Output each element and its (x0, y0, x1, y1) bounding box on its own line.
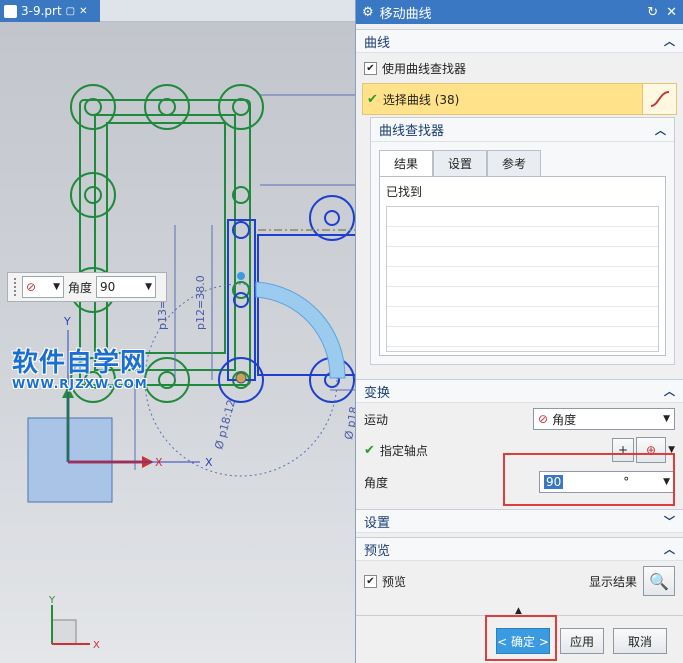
curve-section-header[interactable]: 曲线 ︿ (356, 29, 683, 53)
point-dialog-button[interactable]: + (612, 438, 635, 462)
apply-button[interactable]: 应用 (560, 628, 604, 654)
preview-section-header[interactable]: 预览 ︿ (356, 537, 683, 561)
chevron-up-icon: ︿ (655, 123, 666, 137)
watermark-title: 软件自学网 (12, 348, 148, 378)
motion-select[interactable]: ⊘ 角度 ▼ (533, 408, 675, 430)
chevron-up-icon: ︿ (664, 385, 675, 398)
dialog-button-bar: < 确定 > 应用 取消 (356, 615, 683, 663)
transform-section-title: 变换 (364, 385, 391, 401)
chevron-down-icon: ▼ (145, 282, 153, 292)
found-label: 已找到 (386, 185, 423, 199)
dialog-title: 移动曲线 (379, 6, 432, 22)
dialog-titlebar: ⚙ 移动曲线 ↻ ✕ (356, 0, 683, 24)
reset-icon[interactable]: ↻ (647, 4, 659, 20)
results-tab-body: 已找到 (379, 176, 666, 356)
expand-arrow-icon[interactable]: ▲ (515, 606, 522, 616)
angle-label: 角度 (68, 280, 93, 295)
sketch-x-label: X (205, 456, 213, 469)
triad-y-label: Y (48, 595, 56, 606)
motion-value: 角度 (552, 412, 577, 427)
show-result-icon[interactable]: 🔍 (643, 566, 675, 596)
check-icon: ✔ (364, 442, 375, 458)
datum-plane (27, 417, 113, 503)
dim-text-4: Ø p18 (342, 406, 355, 441)
motion-label: 运动 (364, 412, 389, 427)
toolbar-grip[interactable] (14, 278, 18, 296)
curve-section-title: 曲线 (364, 35, 391, 51)
save-icon[interactable]: ▢ (65, 5, 76, 17)
angle-field-value: 90 (544, 475, 564, 489)
motion-type-combo[interactable]: ⊘ ▼ (22, 276, 64, 298)
angle-input-value: 90 (100, 280, 116, 294)
move-curve-dialog: ⚙ 移动曲线 ↻ ✕ 曲线 ︿ ✔ 使用曲线查找器 ✔ 选择曲线 (38) 曲线… (355, 0, 683, 663)
document-tab-bar: 3-9.prt ▢ ✕ (0, 0, 355, 22)
angle-unit: ° (623, 475, 630, 489)
tab-results[interactable]: 结果 (379, 150, 434, 176)
document-tab-title: 3-9.prt (21, 4, 62, 18)
cancel-button[interactable]: 取消 (613, 628, 667, 654)
settings-section-title: 设置 (364, 515, 391, 531)
chevron-down-icon[interactable]: ▼ (668, 445, 675, 455)
x-axis-label: X (155, 456, 163, 469)
use-finder-label: 使用曲线查找器 (382, 61, 467, 76)
found-list[interactable] (386, 206, 659, 352)
close-icon[interactable]: ✕ (666, 4, 677, 20)
ok-button[interactable]: < 确定 > (496, 628, 550, 654)
graphics-canvas[interactable]: p13=44.0 p12=38.0 Ø p18:12 Ø p18 X X Y Y… (0, 22, 355, 663)
chevron-up-icon: ︿ (664, 35, 675, 48)
dim-text-3: Ø p18:12 (212, 398, 238, 450)
curve-rule-icon[interactable] (642, 84, 676, 114)
pivot-point[interactable] (237, 272, 245, 280)
preview-section-title: 预览 (364, 543, 391, 559)
tab-settings[interactable]: 设置 (433, 150, 488, 176)
gear-icon: ⚙ (362, 4, 374, 20)
settings-section-header[interactable]: 设置 ﹀ (356, 509, 683, 533)
check-icon: ✔ (367, 91, 378, 107)
use-finder-checkbox[interactable]: ✔ (364, 61, 377, 75)
chevron-down-icon: ▼ (663, 414, 670, 424)
chevron-down-icon: ﹀ (664, 515, 675, 528)
transform-section-header[interactable]: 变换 ︿ (356, 379, 683, 403)
angle-motion-icon: ⊘ (26, 280, 37, 294)
dimension-lines (134, 94, 355, 477)
curve-finder-header[interactable]: 曲线查找器 ︿ (371, 118, 674, 142)
watermark: 软件自学网 WWW.RJZXW.COM (12, 342, 148, 391)
triad-x-label: X (93, 640, 100, 651)
dim-text-2: p12=38.0 (194, 275, 207, 330)
angle-row: 角度 90 ° ▼ (356, 465, 683, 499)
triad-cube (51, 619, 77, 645)
preview-checkbox[interactable]: ✔ (364, 574, 377, 588)
angle-callout (503, 453, 675, 506)
watermark-url: WWW.RJZXW.COM (12, 377, 148, 391)
point-inference-icon[interactable]: ⊕ (636, 437, 667, 463)
chevron-up-icon: ︿ (664, 543, 675, 556)
part-file-icon (4, 4, 17, 18)
axis-point-label: 指定轴点 (379, 443, 428, 458)
finder-tabs: 结果 设置 参考 (371, 142, 674, 176)
use-finder-row: ✔ 使用曲线查找器 (356, 55, 683, 81)
document-tab[interactable]: 3-9.prt ▢ ✕ (0, 0, 100, 22)
tab-reference[interactable]: 参考 (487, 150, 542, 176)
select-curve-label: 选择曲线 (38) (382, 92, 460, 107)
axis-point-row: ✔ 指定轴点 + ⊕ ▼ (356, 435, 683, 465)
motion-row: 运动 ⊘ 角度 ▼ (356, 403, 683, 435)
preview-label: 预览 (382, 574, 407, 589)
sketch-y-label: Y (63, 315, 71, 328)
angle-float-toolbar: ⊘ ▼ 角度 90 ▼ (7, 272, 167, 302)
axis-point[interactable] (235, 372, 247, 384)
curve-finder-panel: 曲线查找器 ︿ 结果 设置 参考 已找到 (370, 117, 675, 365)
preview-arc (255, 281, 346, 379)
curve-finder-title: 曲线查找器 (379, 124, 445, 139)
preview-row: ✔ 预览 显示结果 🔍 (356, 561, 683, 601)
close-icon[interactable]: ✕ (79, 5, 88, 17)
chevron-down-icon: ▼ (663, 477, 670, 487)
select-curve-row[interactable]: ✔ 选择曲线 (38) (362, 83, 677, 115)
angle-field[interactable]: 90 ° ▼ (539, 471, 675, 493)
angle-row-label: 角度 (364, 475, 389, 490)
chevron-down-icon: ▼ (53, 282, 60, 292)
show-result-label: 显示结果 (588, 574, 637, 589)
ok-callout (485, 615, 557, 661)
angle-motion-icon: ⊘ (538, 412, 549, 426)
angle-input[interactable]: 90 ▼ (96, 276, 157, 298)
